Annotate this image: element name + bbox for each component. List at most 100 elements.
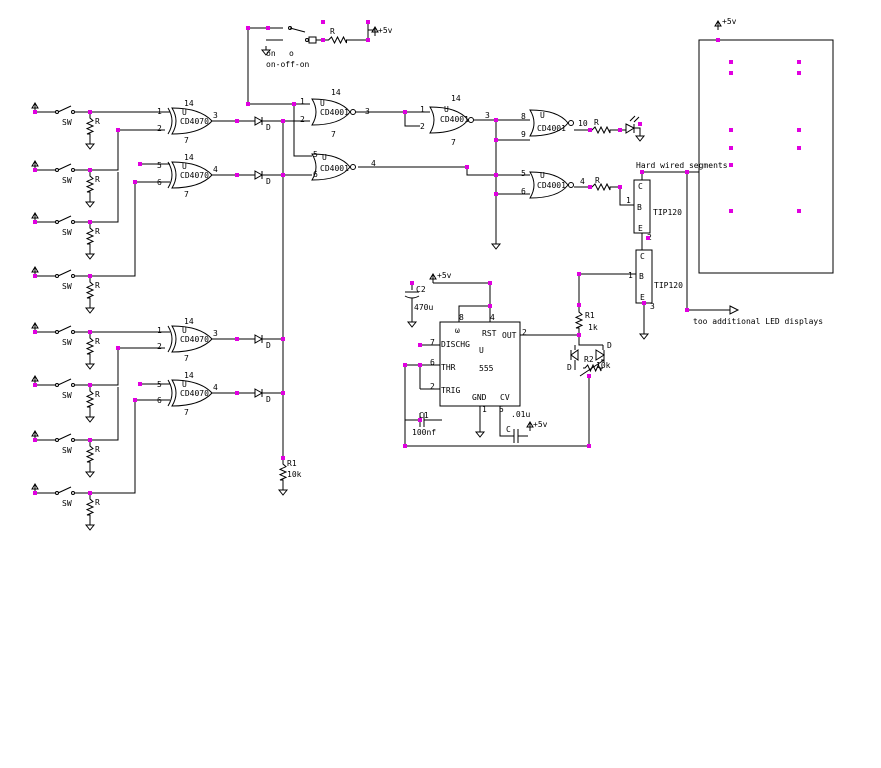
switch-contact-icon: [71, 168, 75, 172]
node-dot: [235, 391, 239, 395]
pin-label: 10: [578, 119, 588, 128]
arrow-right-icon: [729, 305, 740, 315]
diode-icon: [595, 349, 605, 361]
resistor-label: R: [95, 175, 100, 184]
c-label: C: [506, 425, 511, 434]
node-dot: [797, 209, 801, 213]
tip-c-label: C: [640, 252, 645, 261]
node-dot: [618, 185, 622, 189]
pin-label: 2: [157, 342, 162, 351]
vcc-arrow-icon: [526, 421, 534, 431]
toggle-off-label: o: [289, 49, 294, 58]
pin-label: 6: [521, 187, 526, 196]
ground-icon: [634, 132, 646, 142]
c2-value: 470u: [414, 303, 433, 312]
components: [31, 20, 834, 531]
node-dot: [577, 333, 581, 337]
gate-part-label: CD4001: [320, 108, 349, 117]
node-dot: [33, 220, 37, 224]
wire: [466, 167, 530, 176]
tip-part-label: TIP120: [653, 208, 682, 217]
wire: [115, 399, 170, 494]
pin-label: 3: [485, 111, 490, 120]
gate-part-label: CD4070: [180, 117, 209, 126]
wires: [35, 22, 800, 494]
wire: [293, 104, 312, 157]
base-resistor-icon: [590, 182, 612, 192]
tip120-transistor-1: [633, 179, 651, 234]
timer-pin-label: 1: [482, 405, 487, 414]
diode-icon: [254, 388, 264, 398]
ground-icon: [406, 318, 418, 328]
nor-bubble-icon: [468, 117, 474, 123]
wire: [352, 30, 369, 41]
pin-label: 5: [521, 169, 526, 178]
switch-lever-icon: [57, 215, 72, 223]
timer-pin-label: 6: [430, 358, 435, 367]
node-dot: [618, 128, 622, 132]
node-dot: [281, 119, 285, 123]
pin-label: 4: [213, 165, 218, 174]
pin-label: 5: [313, 150, 318, 159]
node-dot: [494, 138, 498, 142]
r1-555-resistor-icon: [574, 305, 584, 335]
switch-contact-icon: [71, 438, 75, 442]
timer-thr-label: THR: [441, 363, 456, 372]
node-dot: [640, 170, 644, 174]
node-dot: [138, 162, 142, 166]
node-dot: [281, 337, 285, 341]
tip-b-label: B: [637, 203, 642, 212]
led-icon: [625, 123, 636, 134]
c1-value: 100nf: [412, 428, 436, 437]
pin-label: 2: [420, 122, 425, 131]
gate-part-label: CD4070: [180, 171, 209, 180]
tip-b-label: B: [639, 272, 644, 281]
timer-pin-label: 2: [430, 382, 435, 391]
nor-bubble-icon: [568, 182, 574, 188]
pin-label: 5: [157, 380, 162, 389]
switch-label: SW: [62, 176, 72, 185]
node-dot: [281, 456, 285, 460]
node-dot: [685, 308, 689, 312]
node-dot: [729, 71, 733, 75]
gate-u-label: U: [444, 105, 449, 114]
gate-pin7-label: 7: [184, 136, 189, 145]
ground-icon: [84, 304, 96, 314]
gate-pin14-label: 14: [184, 99, 194, 108]
node-dot: [88, 383, 92, 387]
c-value: .01u: [511, 410, 530, 419]
gate-pin7-label: 7: [451, 138, 456, 147]
diode-label: D: [266, 395, 271, 404]
node-dot: [235, 119, 239, 123]
timer-pin-label: 5: [499, 405, 504, 414]
gate-part-label: CD4070: [180, 335, 209, 344]
resistor-label: R: [95, 498, 100, 507]
timer-pin-label: 8: [459, 313, 464, 322]
switch-label: SW: [62, 282, 72, 291]
xor-extra-arc: [167, 107, 173, 135]
switch-contact-icon: [71, 220, 75, 224]
timer-part-label: 555: [479, 364, 494, 373]
pin-label: 3: [213, 329, 218, 338]
gate-u-label: U: [540, 111, 545, 120]
pulldown-resistor-icon: [85, 170, 95, 198]
hard-wired-label: Hard wired segments: [636, 161, 728, 170]
pin-label: 1: [300, 97, 305, 106]
switch-lever-icon: [57, 325, 72, 333]
gate-pin14-label: 14: [331, 88, 341, 97]
gate-u-label: U: [322, 153, 327, 162]
switch-contact-icon: [71, 491, 75, 495]
vcc-arrow-icon: [429, 273, 437, 283]
timer-pin-label: ω: [455, 326, 460, 335]
node-dot: [403, 444, 407, 448]
node-dot: [88, 110, 92, 114]
timer-trig-label: TRIG: [441, 386, 460, 395]
resistor-label: R: [95, 281, 100, 290]
vcc-label: +5v: [533, 420, 548, 429]
pin-label: 9: [521, 130, 526, 139]
pin-label: 2: [300, 115, 305, 124]
node-dot: [88, 438, 92, 442]
node-dot: [88, 220, 92, 224]
r1-value: 10k: [287, 470, 302, 479]
node-dot: [465, 165, 469, 169]
